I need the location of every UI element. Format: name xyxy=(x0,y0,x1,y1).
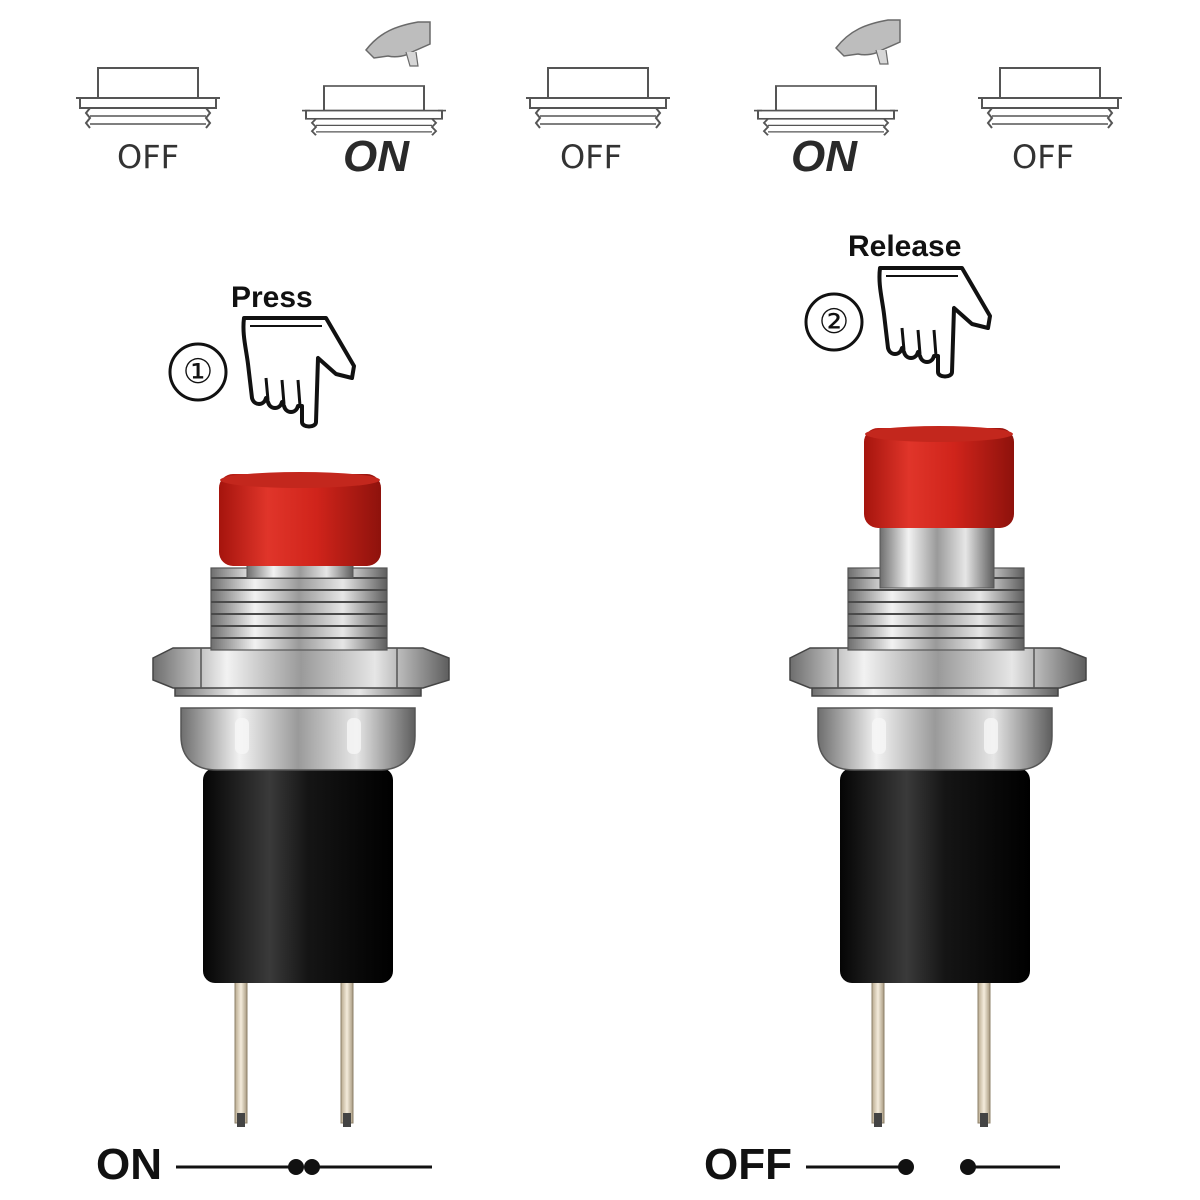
sequence-step-2 xyxy=(301,21,447,137)
step-1-number: ① xyxy=(182,352,214,392)
circuit-on xyxy=(176,1159,432,1175)
sequence-label-5: OFF xyxy=(1012,138,1074,176)
mini-hand-icon xyxy=(365,21,431,67)
sequence-label-1: OFF xyxy=(117,138,179,176)
circuit-off xyxy=(806,1159,1060,1175)
sequence-label-4: ON xyxy=(791,132,857,181)
step-1-action: Press xyxy=(231,281,313,314)
hand-press-icon xyxy=(241,316,356,429)
sequence-step-5 xyxy=(977,67,1123,129)
red-cap xyxy=(219,472,381,566)
red-cap xyxy=(864,426,1014,528)
step-1-marker xyxy=(168,342,228,402)
mini-hand-icon xyxy=(835,19,901,65)
sequence-label-2: ON xyxy=(343,132,409,181)
sequence-step-3 xyxy=(525,67,671,129)
sequence-step-1 xyxy=(75,67,221,129)
circuit-off-label: OFF xyxy=(704,1140,792,1189)
hand-release-icon xyxy=(877,266,992,379)
circuit-on-label: ON xyxy=(96,1140,162,1189)
step-2-action: Release xyxy=(848,230,962,263)
step-2-marker xyxy=(804,292,864,352)
step-2-number: ② xyxy=(818,302,850,342)
sequence-step-4 xyxy=(753,19,901,137)
switch-released xyxy=(789,426,1087,1128)
sequence-label-3: OFF xyxy=(560,138,622,176)
switch-pressed xyxy=(152,472,450,1128)
